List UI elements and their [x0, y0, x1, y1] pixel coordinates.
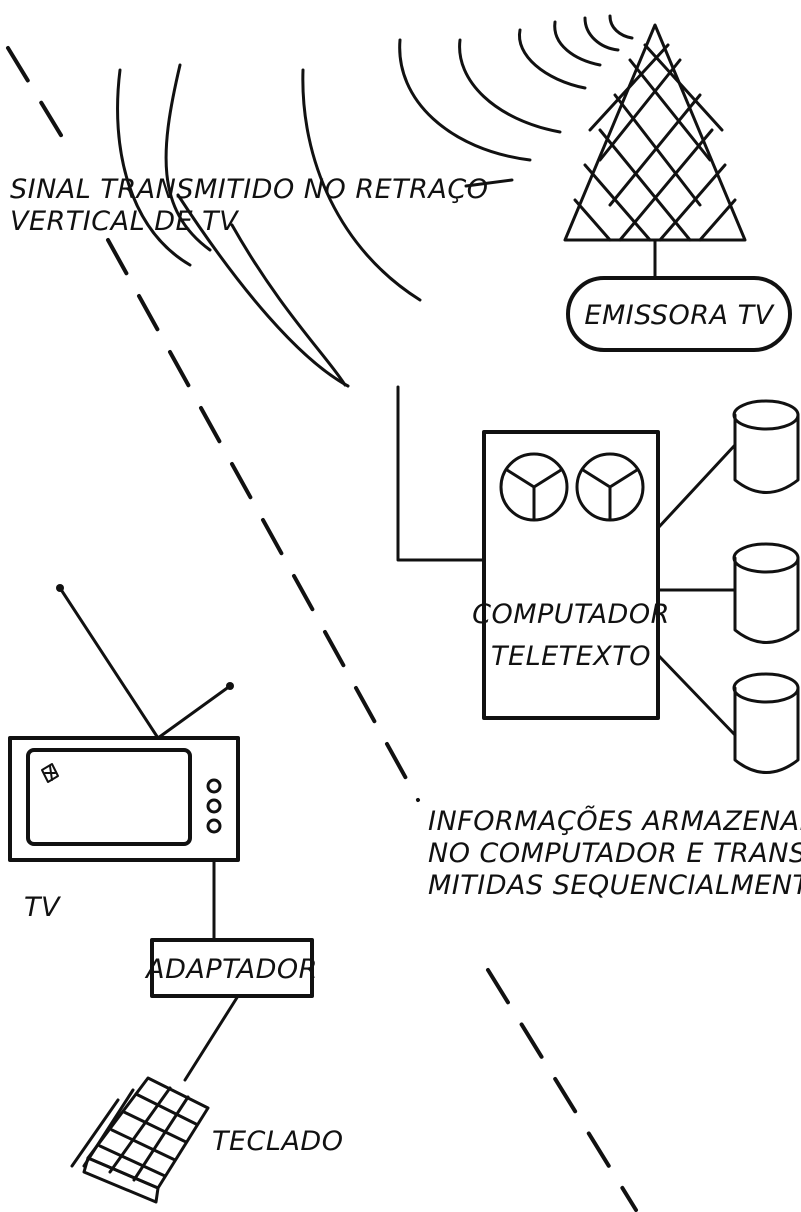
signal-label-line2: VERTICAL DE TV: [10, 206, 240, 237]
info-label-line1: INFORMAÇÕES ARMAZENADAS: [428, 805, 801, 837]
adapter-box: ADAPTADOR: [144, 938, 318, 998]
dashed-divider: [6, 46, 638, 1212]
uplink-wire: [396, 385, 486, 562]
signal-caption: SINAL TRANSMITIDO NO RETRAÇO VERTICAL DE…: [10, 174, 514, 237]
disk-storage-icon: [656, 399, 800, 774]
transmission-tower-icon: [563, 23, 747, 280]
info-caption: INFORMAÇÕES ARMAZENADAS NO COMPUTADOR E …: [428, 805, 801, 901]
station-label: EMISSORA TV: [584, 300, 775, 331]
adapter-keyboard-wire: [183, 994, 240, 1082]
tv-station: EMISSORA TV: [566, 276, 792, 352]
adapter-label: ADAPTADOR: [144, 954, 318, 985]
tv-label: TV: [24, 892, 62, 923]
signal-label-line1: SINAL TRANSMITIDO NO RETRAÇO: [10, 174, 488, 205]
info-label-line3: MITIDAS SEQUENCIALMENTE: [428, 870, 801, 901]
computer-label-line2: TELETEXTO: [491, 641, 651, 672]
television-icon: [8, 584, 240, 862]
keyboard-icon: [70, 1076, 210, 1204]
computer-label-line1: COMPUTADOR: [472, 599, 670, 630]
keyboard-label: TECLADO: [212, 1126, 343, 1157]
info-label-line2: NO COMPUTADOR E TRANS-: [428, 838, 801, 869]
radio-waves-icon: [116, 14, 634, 388]
computer-with-tape-reels-icon: COMPUTADOR TELETEXTO: [472, 430, 670, 720]
